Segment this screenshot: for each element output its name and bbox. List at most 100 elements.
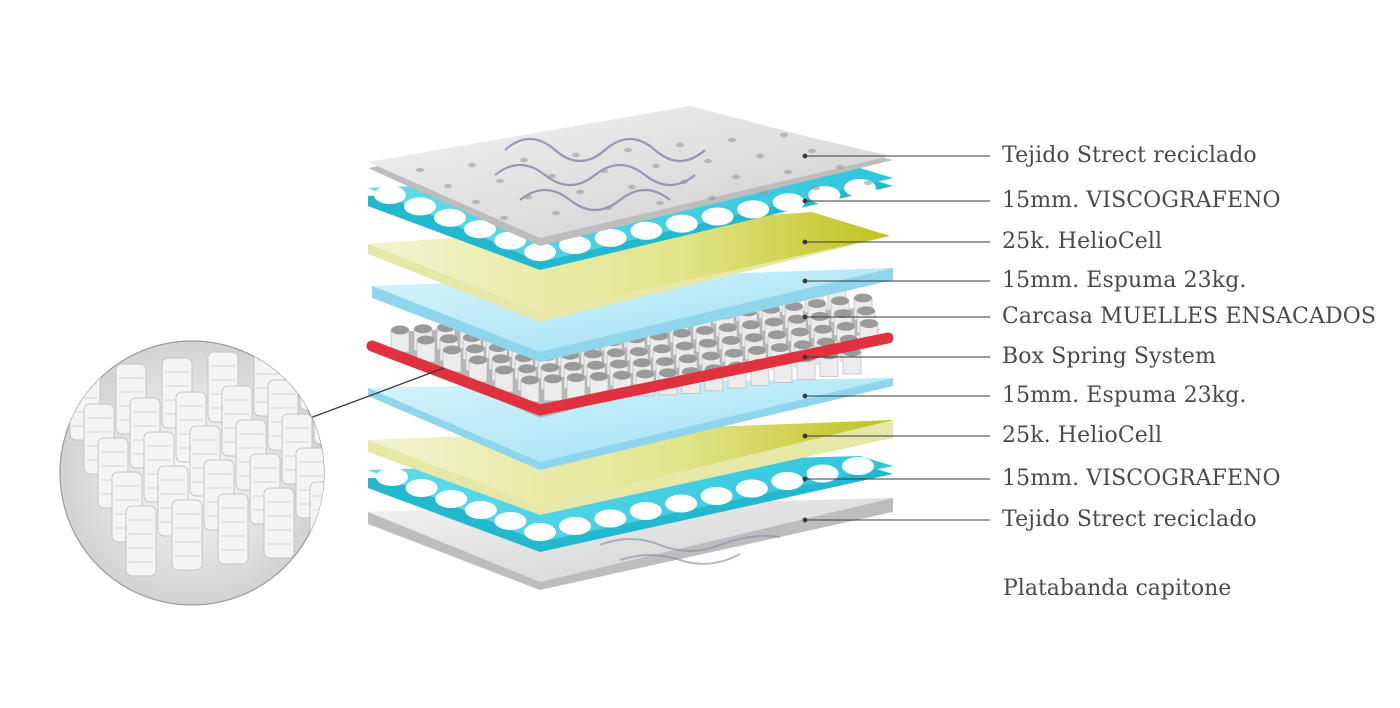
visco-bubble [771,472,804,490]
visco-bubble [808,186,841,205]
spring-top [544,374,562,384]
spring-top [860,319,878,329]
fabric-hole [704,158,712,164]
spring-top [676,341,694,351]
visco-bubble [524,523,556,541]
spring-top [785,301,803,311]
layer-label: 15mm. VISCOGRAFENO [1002,188,1281,213]
visco-bubble [594,509,627,528]
spring-top [443,345,461,355]
fabric-hole [756,153,764,159]
spring-top [541,363,559,373]
leader-dot [802,239,808,245]
spring-top [495,365,513,375]
visco-bubble [842,457,874,475]
layer-label: Box Spring System [1002,344,1216,369]
visco-bubbles [376,457,874,541]
visco-bubble [405,479,438,497]
spring-top [745,333,763,343]
fabric-hole [576,189,584,195]
detail-spring-pocket [299,341,324,411]
spring-top [768,330,786,340]
fabric-hole [548,173,556,179]
visco-bubble [434,208,466,227]
spring-top [679,354,697,364]
visco-bubble [404,197,436,216]
layer-label: 15mm. VISCOGRAFENO [1002,466,1281,491]
fabric-hole [624,147,632,153]
spring-top [417,335,435,345]
spring-top [587,360,605,370]
fabric-hole [836,164,844,170]
detail-spring-pocket [125,505,157,577]
fabric-hole [552,210,560,216]
visco-bubble [435,490,468,508]
spring-top [831,296,849,306]
spring-top [659,368,677,378]
visco-bubble [701,207,734,226]
spring-top [817,337,835,347]
spring-top [722,335,740,345]
spring-top [854,293,872,303]
leader-dot [802,354,808,360]
visco-bubble [374,186,406,204]
layer-label: 25k. HelioCell [1002,423,1163,448]
visco-bubble [594,228,627,247]
spring-top [791,327,809,337]
detail-spring-pocket [263,487,295,559]
spring-top [699,338,717,348]
spring-top [584,349,602,359]
spring-top [633,358,651,368]
fabric-hole [676,142,684,148]
spring-top [469,355,487,365]
spring-top [521,375,539,385]
leader-dot [802,198,808,204]
visco-bubble [735,479,768,498]
fabric-hole [628,184,636,190]
visco-bubble [665,214,698,233]
visco-bubble [559,517,591,535]
spring-top [590,371,608,381]
callout-leaders [802,153,990,523]
layer-label: 15mm. Espuma 23kg. [1002,268,1247,293]
spring-top [636,369,654,379]
visco-bubble [464,501,497,519]
fabric-hole [656,200,664,206]
spring-top [808,299,826,309]
fabric-hole [812,185,820,191]
spring-top [656,357,674,367]
fabric-perforations [416,132,872,221]
layer-label: 25k. HelioCell [1002,229,1163,254]
fabric-hole [780,132,788,138]
fabric-hole [500,215,508,221]
spring-top [837,321,855,331]
visco-bubble [376,468,408,486]
spring-top [725,348,743,358]
spring-top [771,343,789,353]
spring-top [564,361,582,371]
spring-top [567,373,585,383]
fabric-hole [732,174,740,180]
visco-bubble [665,494,698,513]
spring-top [696,325,714,335]
visco-bubbles [374,179,876,261]
spring-top [391,325,409,335]
spring-top [814,324,832,334]
spring-top [673,328,691,338]
leader-dot [802,278,808,284]
layer-label: Carcasa MUELLES ENSACADOS [1002,304,1377,329]
fabric-hole [468,162,476,168]
fabric-hole [472,199,480,205]
spring-top [857,306,875,316]
spring-top [610,359,628,369]
spring-top [492,354,510,364]
leader-dot [802,153,808,159]
spring-top [613,370,631,380]
leader-dot [802,314,808,320]
fabric-hole [416,167,424,173]
fabric-hole [760,190,768,196]
fabric-hole [728,137,736,143]
layer-box-spring [366,332,894,416]
visco-bubble [524,243,556,261]
